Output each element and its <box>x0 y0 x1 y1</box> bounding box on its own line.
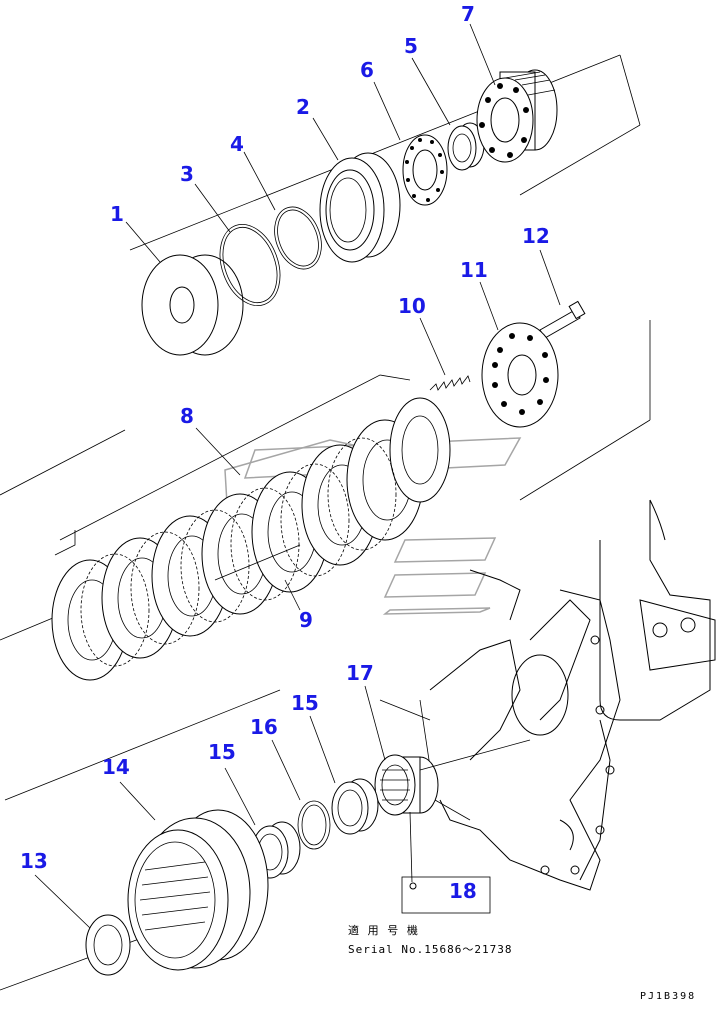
part-13-washer <box>85 914 131 976</box>
part-14-ring-gear <box>127 809 269 971</box>
callout-13: 13 <box>20 849 48 873</box>
callout-16: 16 <box>250 715 278 739</box>
drawing-code: PJ1B398 <box>640 991 697 1002</box>
callout-9: 9 <box>299 608 313 632</box>
callout-6: 6 <box>360 58 374 82</box>
part-16-snap-ring <box>297 800 331 850</box>
clutch-pack-plates <box>51 374 451 681</box>
callout-7: 7 <box>461 2 475 26</box>
callout-17: 17 <box>346 661 374 685</box>
transmission-housing <box>379 499 716 891</box>
applicable-serial-label: 適 用 号 機 <box>348 924 419 937</box>
callout-18: 18 <box>449 879 477 903</box>
part-11-end-plate <box>481 322 559 428</box>
callout-1: 1 <box>110 202 124 226</box>
callout-2: 2 <box>296 95 310 119</box>
part-2-piston <box>319 152 401 263</box>
callout-15-upper: 15 <box>291 691 319 715</box>
part-7-hub <box>476 69 558 163</box>
callout-12: 12 <box>522 224 550 248</box>
part-3-seal-ring <box>219 223 281 307</box>
callout-4: 4 <box>230 132 244 156</box>
callout-8: 8 <box>180 404 194 428</box>
part-17-needle-bearing <box>374 739 531 816</box>
callout-10: 10 <box>398 294 426 318</box>
part-1-thrust-plate <box>141 254 244 356</box>
callout-11: 11 <box>460 258 488 282</box>
part-4-seal-ring <box>274 206 322 270</box>
part-15-bearing-race-upper <box>331 778 379 835</box>
leader-lines <box>34 23 561 929</box>
part-12-bolt <box>539 300 586 339</box>
callout-3: 3 <box>180 162 194 186</box>
part-6-retainer <box>402 134 448 206</box>
part-18-box <box>401 876 491 914</box>
serial-number-range: Serial No.15686～21738 <box>348 943 513 956</box>
callout-15-lower: 15 <box>208 740 236 764</box>
part-10-spring <box>429 375 471 391</box>
part-8-friction-plates <box>51 397 451 681</box>
callout-14: 14 <box>102 755 130 779</box>
callout-5: 5 <box>404 34 418 58</box>
